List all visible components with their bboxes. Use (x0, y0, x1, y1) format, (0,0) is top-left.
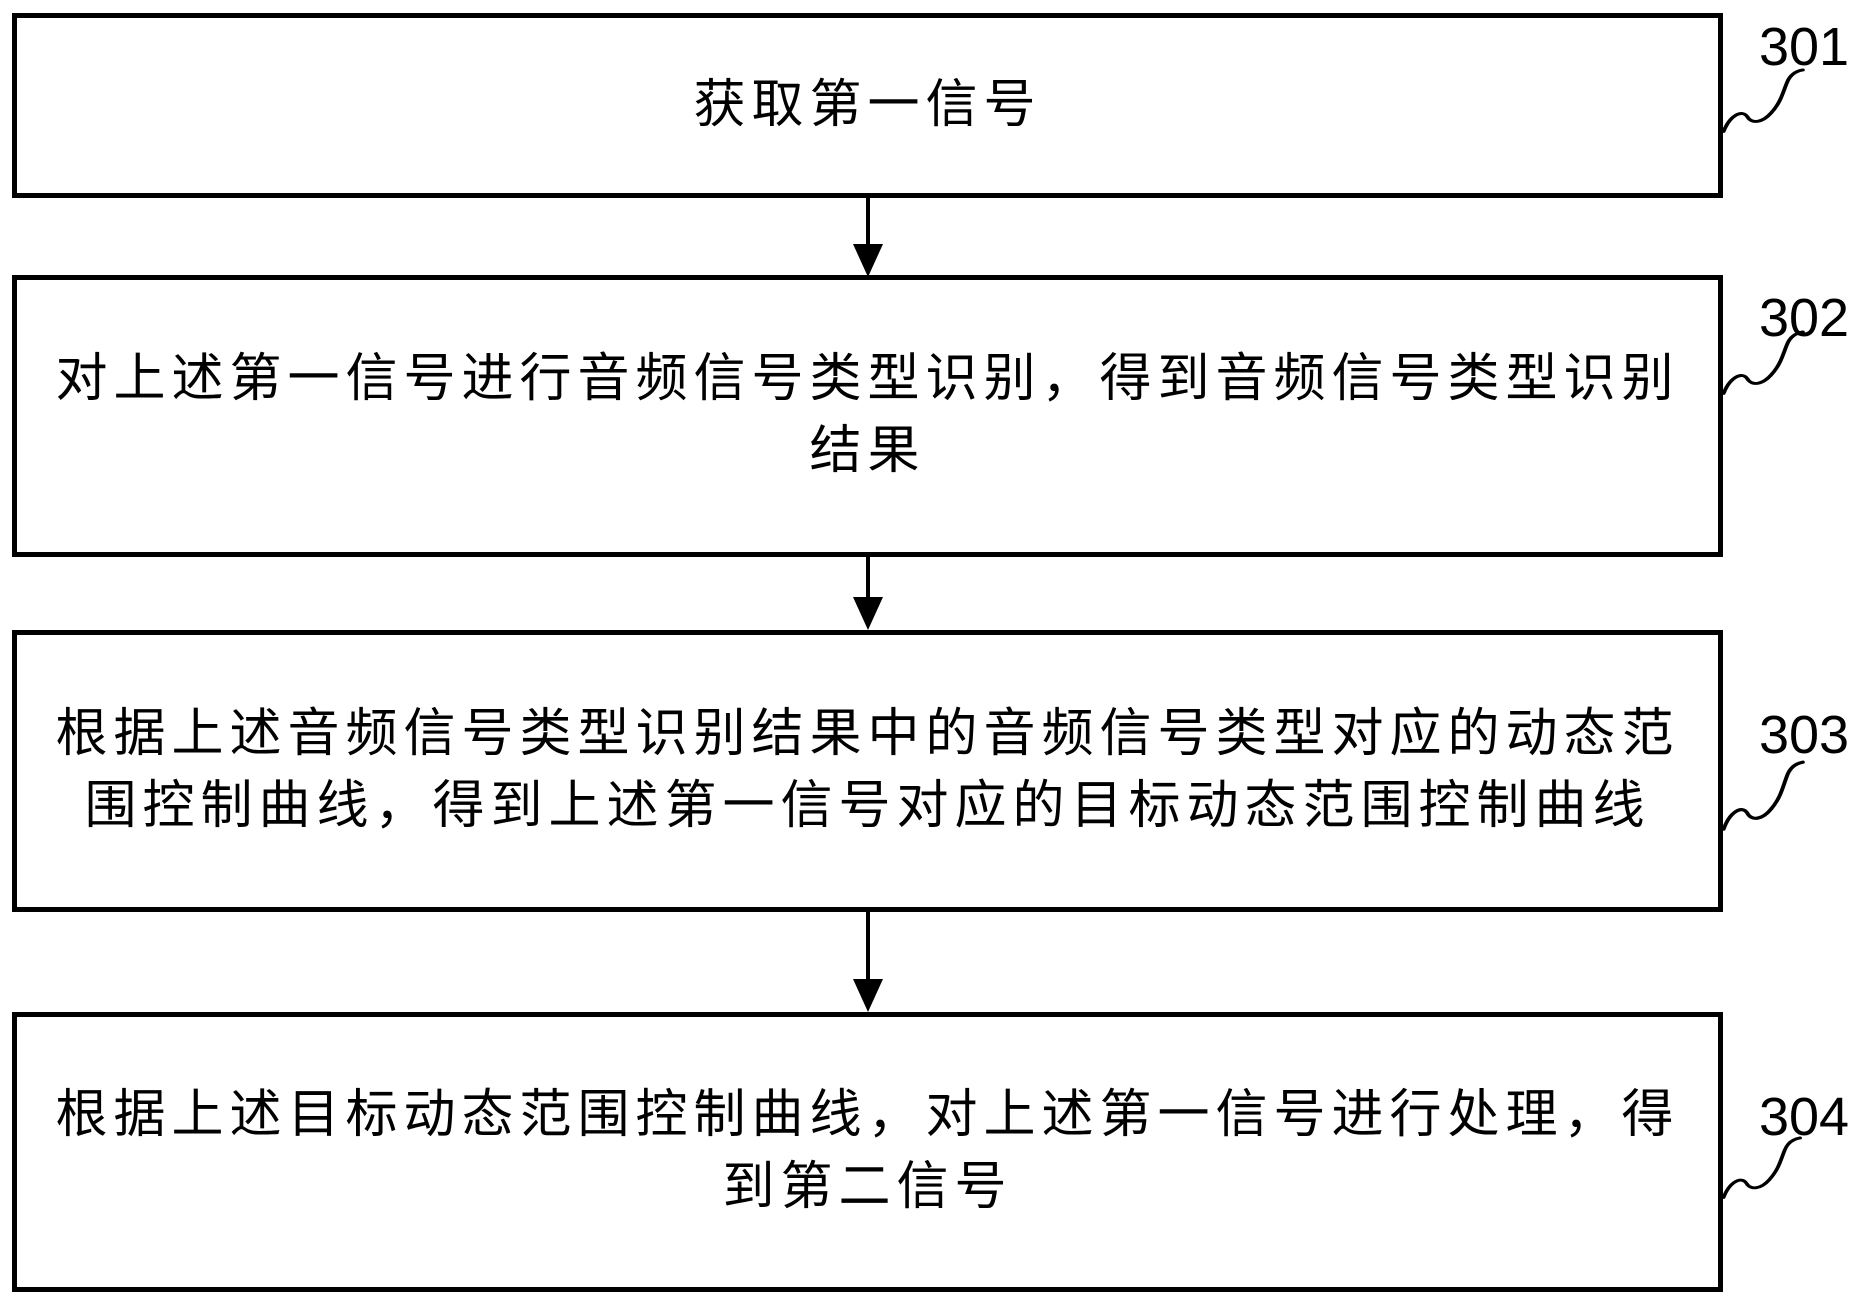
arrow-shaft (866, 557, 870, 599)
step-label-304: 304 (1758, 1087, 1850, 1147)
step-304-text-line2: 到第二信号 (722, 1159, 1013, 1216)
step-label-303: 303 (1758, 705, 1850, 765)
step-box-304: 根据上述目标动态范围控制曲线，对上述第一信号进行处理，得 到第二信号 (12, 1012, 1723, 1292)
leader-line-301 (1721, 68, 1805, 133)
arrow-head-icon (853, 979, 883, 1012)
step-303-text-line1: 根据上述音频信号类型识别结果中的音频信号类型对应的动态范 (55, 706, 1680, 763)
step-label-302: 302 (1758, 288, 1850, 348)
flow-arrow-1 (853, 198, 883, 277)
step-302-text-line1: 对上述第一信号进行音频信号类型识别，得到音频信号类型识别 (55, 351, 1680, 408)
step-label-301: 301 (1758, 17, 1850, 77)
step-box-302: 对上述第一信号进行音频信号类型识别，得到音频信号类型识别 结果 (12, 275, 1723, 557)
arrow-head-icon (853, 244, 883, 277)
arrow-shaft (866, 912, 870, 981)
flow-arrow-3 (853, 912, 883, 1012)
step-302-text-line2: 结果 (809, 423, 926, 480)
step-box-303: 根据上述音频信号类型识别结果中的音频信号类型对应的动态范 围控制曲线，得到上述第… (12, 630, 1723, 912)
step-303-text-line2: 围控制曲线，得到上述第一信号对应的目标动态范围控制曲线 (84, 778, 1651, 835)
step-box-301: 获取第一信号 (12, 13, 1723, 198)
arrow-shaft (866, 198, 870, 246)
flow-arrow-2 (853, 557, 883, 630)
leader-line-302 (1721, 330, 1805, 395)
step-304-text-line1: 根据上述目标动态范围控制曲线，对上述第一信号进行处理，得 (55, 1087, 1680, 1144)
step-301-text: 获取第一信号 (693, 76, 1042, 134)
leader-line-303 (1721, 760, 1805, 831)
leader-line-304 (1721, 1136, 1802, 1199)
arrow-head-icon (853, 597, 883, 630)
